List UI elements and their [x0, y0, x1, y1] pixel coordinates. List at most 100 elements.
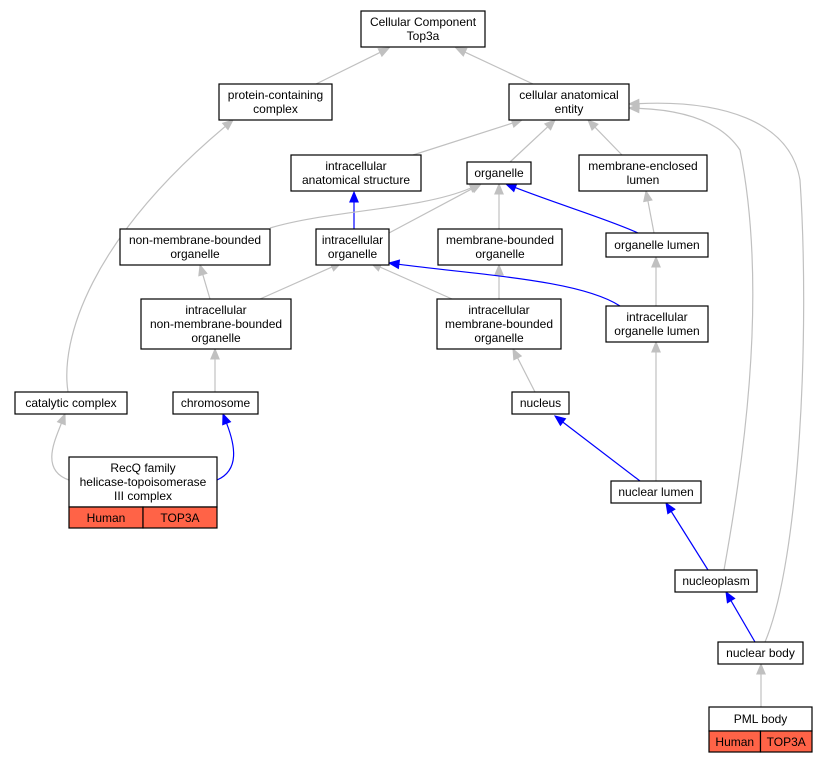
annotation-label: TOP3A [160, 511, 199, 525]
edge-line [388, 188, 473, 234]
term-node-nuclear-body[interactable]: nuclear body [717, 641, 804, 665]
edge-line [515, 187, 639, 234]
term-node-chromosome[interactable]: chromosome [172, 391, 259, 415]
term-label-line: membrane-bounded [446, 233, 554, 247]
edge-line [594, 126, 623, 156]
term-box [578, 154, 708, 192]
edge-nuclear_lumen-to-intracellular_organelle_lumen [651, 340, 661, 481]
edge-line [202, 274, 211, 300]
edge-line [464, 51, 534, 85]
term-label-line: lumen [627, 173, 660, 187]
annotation-cell[interactable]: Human [68, 506, 144, 529]
term-box [436, 298, 562, 350]
edge-recq_complex-to-chromosome [216, 412, 235, 481]
edge-line [730, 600, 756, 643]
edge-line [216, 423, 235, 481]
annotation-cell[interactable]: TOP3A [759, 730, 813, 753]
arrowhead-icon [387, 259, 401, 270]
edge-pml_body-to-nuclear_body [756, 662, 766, 707]
edge-protein_containing_complex-to-root [315, 47, 391, 85]
term-node-intracellular-non-membrane-bounded-organelle[interactable]: intracellularnon-membrane-boundedorganel… [140, 298, 292, 350]
term-node-organelle-lumen[interactable]: organelle lumen [605, 232, 709, 258]
term-box [140, 298, 292, 350]
term-label-line: RecQ family [110, 461, 175, 475]
arrowhead-icon [454, 47, 468, 57]
annotation-cell-bg [142, 506, 218, 529]
term-label-line: intracellular [325, 159, 386, 173]
edge-line [562, 421, 641, 482]
edge-line [670, 511, 709, 571]
edge-chromosome-to-intracellular_non_membrane_bounded_organelle [210, 347, 220, 392]
arrowhead-icon [221, 119, 234, 131]
term-label-line: organelle [328, 247, 378, 261]
arrowhead-icon [198, 263, 208, 277]
term-label-line: organelle lumen [614, 324, 699, 338]
edge-line [638, 107, 754, 571]
edge-organelle_lumen-to-membrane_enclosed_lumen [643, 189, 655, 234]
arrowhead-icon [494, 182, 504, 195]
term-node-organelle[interactable]: organelle [466, 161, 532, 185]
term-box [605, 305, 709, 343]
term-box [218, 83, 333, 121]
edge-line [315, 51, 381, 85]
term-label-line: organelle [474, 166, 524, 180]
term-label-line: membrane-enclosed [588, 159, 697, 173]
edge-organelle-to-cellular_anatomical_entity [509, 119, 556, 163]
term-box [172, 391, 259, 415]
edge-line [51, 423, 70, 481]
edge-nuclear_lumen-to-nucleus [553, 415, 641, 482]
term-box [14, 391, 128, 415]
term-box [610, 480, 702, 504]
term-node-nucleoplasm[interactable]: nucleoplasm [674, 569, 758, 593]
edge-line [509, 126, 549, 163]
edge-intracellular_membrane_bounded_organelle-to-intracellular_organelle [369, 262, 453, 300]
arrowhead-icon [651, 340, 661, 353]
term-label-line: entity [555, 102, 584, 116]
term-label-line: organelle [474, 331, 524, 345]
arrowhead-icon [56, 412, 66, 426]
term-label-line: cellular anatomical [519, 88, 618, 102]
term-label-line: PML body [734, 712, 788, 726]
edge-nuclear_body-to-cellular_anatomical_entity [627, 98, 805, 643]
arrowhead-icon [349, 190, 359, 203]
term-label-line: Cellular Component [370, 15, 477, 29]
edge-cellular_anatomical_entity-to-root [454, 47, 534, 85]
term-box [360, 10, 486, 48]
edge-line [517, 357, 536, 393]
annotation-cell[interactable]: Human [708, 730, 762, 753]
term-box [717, 641, 804, 665]
term-label-line: intracellular [468, 303, 529, 317]
annotation-cell[interactable]: TOP3A [142, 506, 218, 529]
term-box [466, 161, 532, 185]
arrowhead-icon [222, 412, 232, 426]
edge-intracellular_organelle_lumen-to-intracellular_organelle [387, 259, 621, 307]
term-label-line: nuclear body [726, 646, 795, 660]
edge-intracellular_membrane_bounded_organelle-to-membrane_bounded_organelle [494, 263, 504, 299]
term-node-nuclear-lumen[interactable]: nuclear lumen [610, 480, 702, 504]
term-node-nucleus[interactable]: nucleus [511, 391, 570, 415]
arrowhead-icon [553, 415, 567, 427]
term-box [508, 83, 630, 121]
term-label-line: non-membrane-bounded [150, 317, 282, 331]
term-label-line: catalytic complex [25, 396, 116, 410]
term-box [437, 228, 563, 266]
term-node-catalytic-complex[interactable]: catalytic complex [14, 391, 128, 415]
edge-line [647, 200, 655, 234]
edge-recq_complex-to-catalytic_complex [51, 412, 70, 481]
edge-membrane_bounded_organelle-to-organelle [494, 182, 504, 229]
term-label-line: nuclear lumen [618, 485, 693, 499]
